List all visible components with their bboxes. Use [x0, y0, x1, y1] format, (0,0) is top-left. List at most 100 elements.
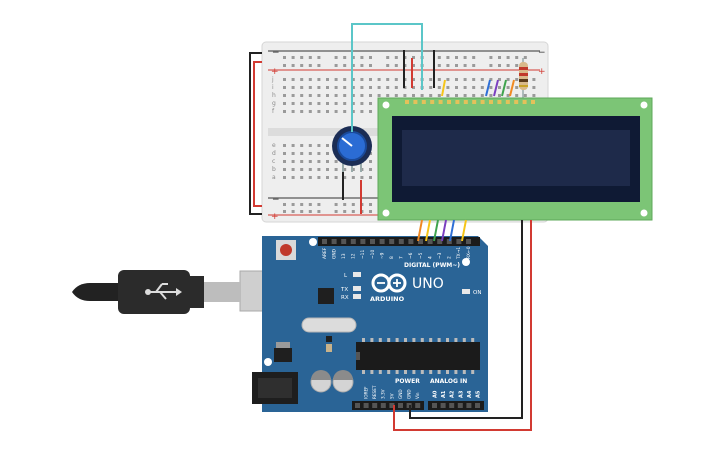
wire-pin5-green[interactable]	[433, 219, 439, 242]
atmega-leg	[370, 370, 374, 374]
atmega-leg	[362, 370, 365, 374]
breadboard-rail-hole	[489, 64, 493, 67]
lcd-mount-hole-bl	[382, 209, 390, 217]
digital-label: DIGITAL (PWM~)	[404, 262, 460, 269]
led-rx-label: RX	[341, 295, 349, 301]
breadboard-hole	[455, 78, 458, 81]
reset-button[interactable]	[280, 244, 292, 256]
breadboard-rail-hole	[463, 56, 467, 59]
wire-pin6-yellow[interactable]	[425, 219, 431, 242]
digital-pin-label: 8	[389, 256, 395, 259]
usb-plug-neck	[190, 276, 204, 308]
voltage-regulator	[274, 348, 292, 362]
resistor[interactable]	[519, 58, 528, 100]
breadboard-hole	[437, 86, 441, 89]
wire-data-orange-top[interactable]	[509, 79, 515, 97]
breadboard-row-letter: b	[272, 166, 276, 173]
digital-header-hole	[456, 239, 462, 244]
breadboard-hole	[532, 86, 536, 89]
lcd-pin	[430, 100, 435, 104]
breadboard-hole	[326, 94, 329, 97]
breadboard-hole	[369, 110, 372, 113]
wire-data-blue-top[interactable]	[485, 79, 491, 97]
wire-pin4-purple[interactable]	[441, 219, 447, 242]
breadboard-row-letter: c	[272, 158, 275, 165]
breadboard-rail-hole	[300, 64, 304, 67]
wire-left-power[interactable]	[253, 61, 262, 207]
breadboard-rail-hole	[360, 56, 364, 59]
breadboard-hole	[351, 94, 355, 97]
breadboard-hole	[291, 176, 295, 179]
lcd-display[interactable]	[377, 97, 653, 221]
bottom-rail-minus-sign: −	[272, 195, 280, 205]
breadboard-hole	[317, 176, 321, 179]
arduino-wires[interactable]	[393, 219, 532, 431]
breadboard-rail-hole	[343, 203, 347, 206]
power-pin-label: RESET	[372, 385, 377, 399]
breadboard-hole	[532, 94, 536, 97]
wire-data-purple-top[interactable]	[493, 79, 499, 97]
digital-header-hole	[427, 239, 433, 244]
potentiometer[interactable]	[332, 126, 372, 172]
atmega-leg	[462, 370, 466, 374]
power-pin-label: GND	[407, 389, 412, 399]
wire-pin3-blue[interactable]	[449, 219, 455, 242]
breadboard-rail-hole	[343, 210, 347, 213]
breadboard-hole	[412, 94, 415, 97]
breadboard-hole	[326, 176, 329, 179]
breadboard-hole	[283, 102, 286, 105]
breadboard-rail-hole	[334, 210, 338, 213]
wire-pot-wiper[interactable]	[351, 23, 423, 132]
digital-header-hole	[398, 239, 404, 244]
breadboard-rail-hole	[498, 64, 501, 67]
breadboard-hole	[377, 94, 381, 97]
wire-data-green-top[interactable]	[501, 79, 507, 97]
atmega-leg	[387, 338, 391, 342]
breadboard-hole	[334, 94, 338, 97]
breadboard-rail-hole	[308, 64, 312, 67]
breadboard-hole	[291, 78, 295, 81]
breadboard-rail-hole	[360, 64, 364, 67]
wire-pin7-orange[interactable]	[417, 219, 423, 242]
lcd-pin	[421, 100, 426, 104]
wire-pin2-yellow[interactable]	[461, 219, 467, 242]
lcd-pin	[531, 100, 535, 104]
breadboard-hole	[308, 176, 312, 179]
breadboard-hole	[317, 102, 321, 105]
breadboard-rail-hole	[369, 56, 372, 59]
top-rail-minus-sign: −	[272, 48, 280, 58]
breadboard-hole	[308, 110, 312, 113]
breadboard-hole	[300, 160, 304, 163]
breadboard-hole	[317, 160, 321, 163]
breadboard-rail-hole	[515, 56, 519, 59]
breadboard-rail-hole	[455, 56, 458, 59]
atmega-notch	[356, 352, 360, 360]
breadboard-rail-hole	[515, 64, 519, 67]
wire-arduino-5v[interactable]	[393, 220, 532, 431]
breadboard-hole	[369, 176, 372, 179]
breadboard-wires[interactable]	[249, 23, 515, 215]
power-header-hole	[372, 403, 378, 408]
breadboard-rail-hole	[291, 56, 295, 59]
wire-data-yellow-top[interactable]	[441, 79, 446, 97]
lcd-pin	[413, 100, 418, 104]
arduino-logo-icon	[371, 273, 407, 293]
wire-left-ground[interactable]	[249, 52, 262, 215]
breadboard-rail-hole	[334, 56, 338, 59]
atmega-leg	[378, 338, 382, 342]
wire-arduino-gnd[interactable]	[409, 220, 523, 419]
breadboard-hole	[343, 110, 347, 113]
breadboard-hole	[283, 144, 286, 147]
atmega-leg	[420, 338, 424, 342]
breadboard-hole	[317, 144, 321, 147]
breadboard-hole	[317, 110, 321, 113]
breadboard-hole	[360, 86, 364, 89]
breadboard-hole	[283, 152, 286, 155]
arduino-mount-hole-3	[264, 358, 272, 366]
analog-pin-label: A5	[476, 390, 482, 398]
power-header-hole	[398, 403, 403, 408]
